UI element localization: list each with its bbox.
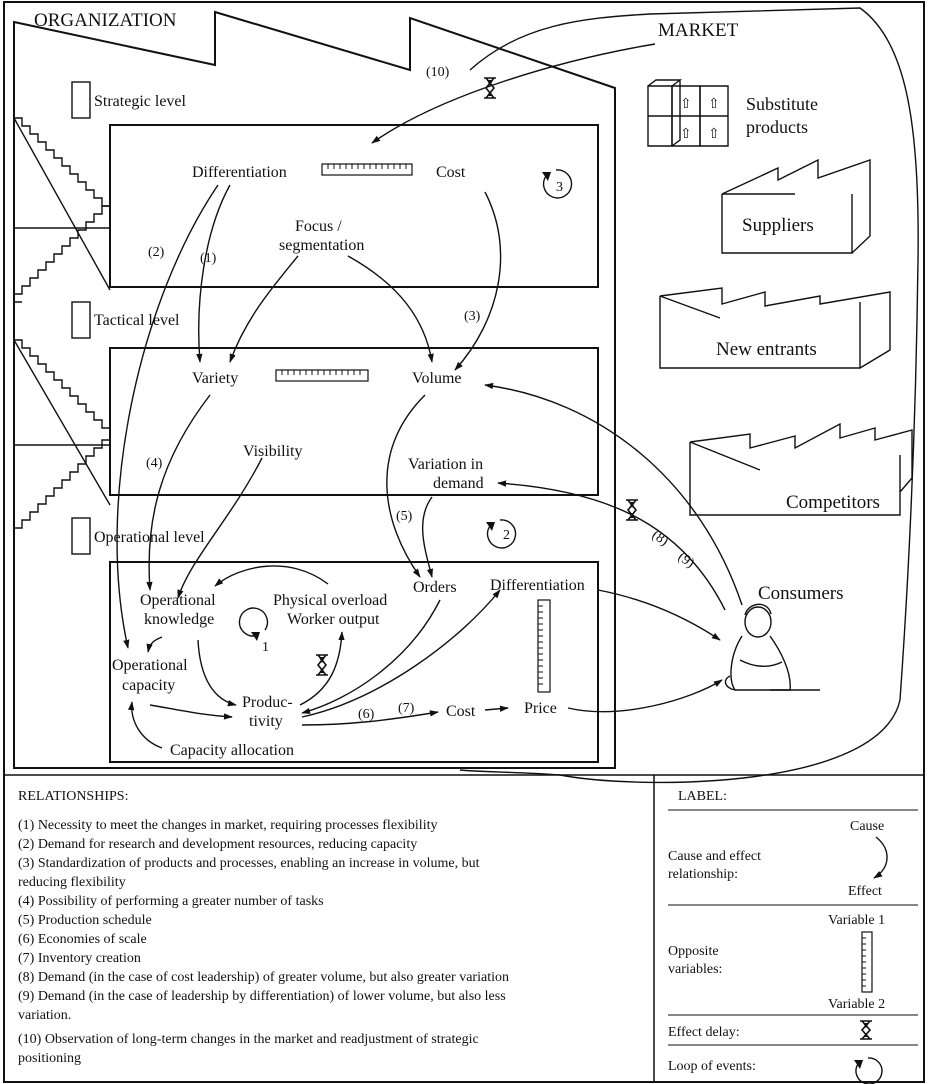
strategic-box <box>110 125 598 287</box>
tactical-volume: Volume <box>412 370 461 387</box>
arrow-label-9: (9) <box>675 550 697 572</box>
strategic-differentiation: Differentiation <box>192 164 287 181</box>
legend-heading: LABEL: <box>678 789 727 804</box>
variation-in-demand-line2: demand <box>433 475 484 492</box>
tactical-variety: Variety <box>192 370 238 387</box>
loop-label-2: 2 <box>503 528 510 543</box>
substitute-products-line1: Substitute <box>746 94 818 114</box>
relationship-line: (1) Necessity to meet the changes in mar… <box>18 818 437 833</box>
worker-output: Worker output <box>287 611 380 628</box>
legend-loop-of-events: Loop of events: <box>668 1059 756 1074</box>
loop-icon <box>486 520 516 548</box>
focus-segmentation-line2: segmentation <box>279 237 364 254</box>
relationships-list: (1) Necessity to meet the changes in mar… <box>18 818 509 1066</box>
relationship-line: (2) Demand for research and development … <box>18 837 417 852</box>
substitute-products-line2: products <box>746 117 808 137</box>
strategic-ruler-icon <box>322 164 412 175</box>
operational-level-label: Operational level <box>94 529 205 546</box>
relationship-line: reducing flexibility <box>18 875 126 890</box>
productivity-line2: tivity <box>249 713 283 730</box>
strategic-level-label: Strategic level <box>94 93 187 110</box>
relationship-line: (7) Inventory creation <box>18 951 141 966</box>
operational-capacity-line1: Operational <box>112 657 188 674</box>
orders: Orders <box>413 579 457 596</box>
arrow-label-4: (4) <box>146 456 163 471</box>
organization-title: ORGANIZATION <box>34 10 177 31</box>
legend-cause-effect-line1: Cause and effect <box>668 849 761 864</box>
legend-effect-delay: Effect delay: <box>668 1025 740 1040</box>
legend-effect: Effect <box>848 884 882 899</box>
svg-text:⇧: ⇧ <box>708 97 720 112</box>
relationship-line: (5) Production schedule <box>18 913 152 928</box>
relationship-line: (8) Demand (in the case of cost leadersh… <box>18 970 509 985</box>
tactical-ruler-icon <box>276 370 368 381</box>
legend-ruler-icon <box>862 932 872 992</box>
relationship-line: positioning <box>18 1051 81 1066</box>
suppliers-label: Suppliers <box>742 215 814 236</box>
relationship-line: (6) Economies of scale <box>18 932 147 947</box>
operational-price: Price <box>524 700 557 717</box>
arrow-label-6: (6) <box>358 707 375 722</box>
legend-opposite-line2: variables: <box>668 962 722 977</box>
loop-label-3: 3 <box>556 180 563 195</box>
legend-variable2: Variable 2 <box>828 997 885 1012</box>
loop-label-1: 1 <box>262 640 269 655</box>
operational-door-icon <box>72 518 90 554</box>
legend-hourglass-icon <box>860 1021 872 1039</box>
strategic-door-icon <box>72 82 90 118</box>
arrow-label-2: (2) <box>148 245 165 260</box>
new-entrants-label: New entrants <box>716 339 817 360</box>
arrow-label-1: (1) <box>200 251 217 266</box>
operational-differentiation: Differentiation <box>490 577 585 594</box>
tactical-door-icon <box>72 302 90 338</box>
tactical-level-label: Tactical level <box>94 312 180 329</box>
svg-text:⇧: ⇧ <box>708 127 720 142</box>
consumers-label: Consumers <box>758 583 844 604</box>
legend-loop-icon <box>854 1058 882 1084</box>
strategic-cost: Cost <box>436 164 466 181</box>
relationships-heading: RELATIONSHIPS: <box>18 789 128 804</box>
operational-cost: Cost <box>446 703 476 720</box>
productivity-line1: Produc- <box>242 694 293 711</box>
relationship-line: (4) Possibility of performing a greater … <box>18 894 324 909</box>
arrow-label-8: (8) <box>649 528 671 550</box>
legend-cause-effect-line2: relationship: <box>668 867 738 882</box>
arrow-label-3: (3) <box>464 309 481 324</box>
svg-text:⇧: ⇧ <box>680 97 692 112</box>
focus-segmentation-line1: Focus / <box>295 218 342 235</box>
legend-opposite-line1: Opposite <box>668 944 719 959</box>
capacity-allocation: Capacity allocation <box>170 742 294 759</box>
svg-text:⇧: ⇧ <box>680 127 692 142</box>
consumer-person-icon <box>725 604 820 690</box>
legend-variable1: Variable 1 <box>828 913 885 928</box>
relationship-line: (9) Demand (in the case of leadership by… <box>18 989 506 1004</box>
legend-cause-effect-arrow <box>874 837 887 878</box>
relationship-line: (10) Observation of long-term changes in… <box>18 1032 479 1047</box>
operational-knowledge-line1: Operational <box>140 592 216 609</box>
operational-knowledge-line2: knowledge <box>144 611 214 628</box>
operational-ruler-icon <box>538 600 550 692</box>
competitors-label: Competitors <box>786 492 880 513</box>
arrow-label-7: (7) <box>398 701 415 716</box>
relationship-line: (3) Standardization of products and proc… <box>18 856 480 871</box>
physical-overload: Physical overload <box>273 592 387 609</box>
tactical-visibility: Visibility <box>243 443 303 460</box>
legend-cause: Cause <box>850 819 884 834</box>
variation-in-demand-line1: Variation in <box>408 456 483 473</box>
operational-capacity-line2: capacity <box>122 677 175 694</box>
suppliers-factory-icon <box>722 160 870 253</box>
arrow-label-5: (5) <box>396 509 413 524</box>
market-title: MARKET <box>658 20 739 41</box>
arrow-label-10: (10) <box>426 65 450 80</box>
relationship-line: variation. <box>18 1008 71 1023</box>
